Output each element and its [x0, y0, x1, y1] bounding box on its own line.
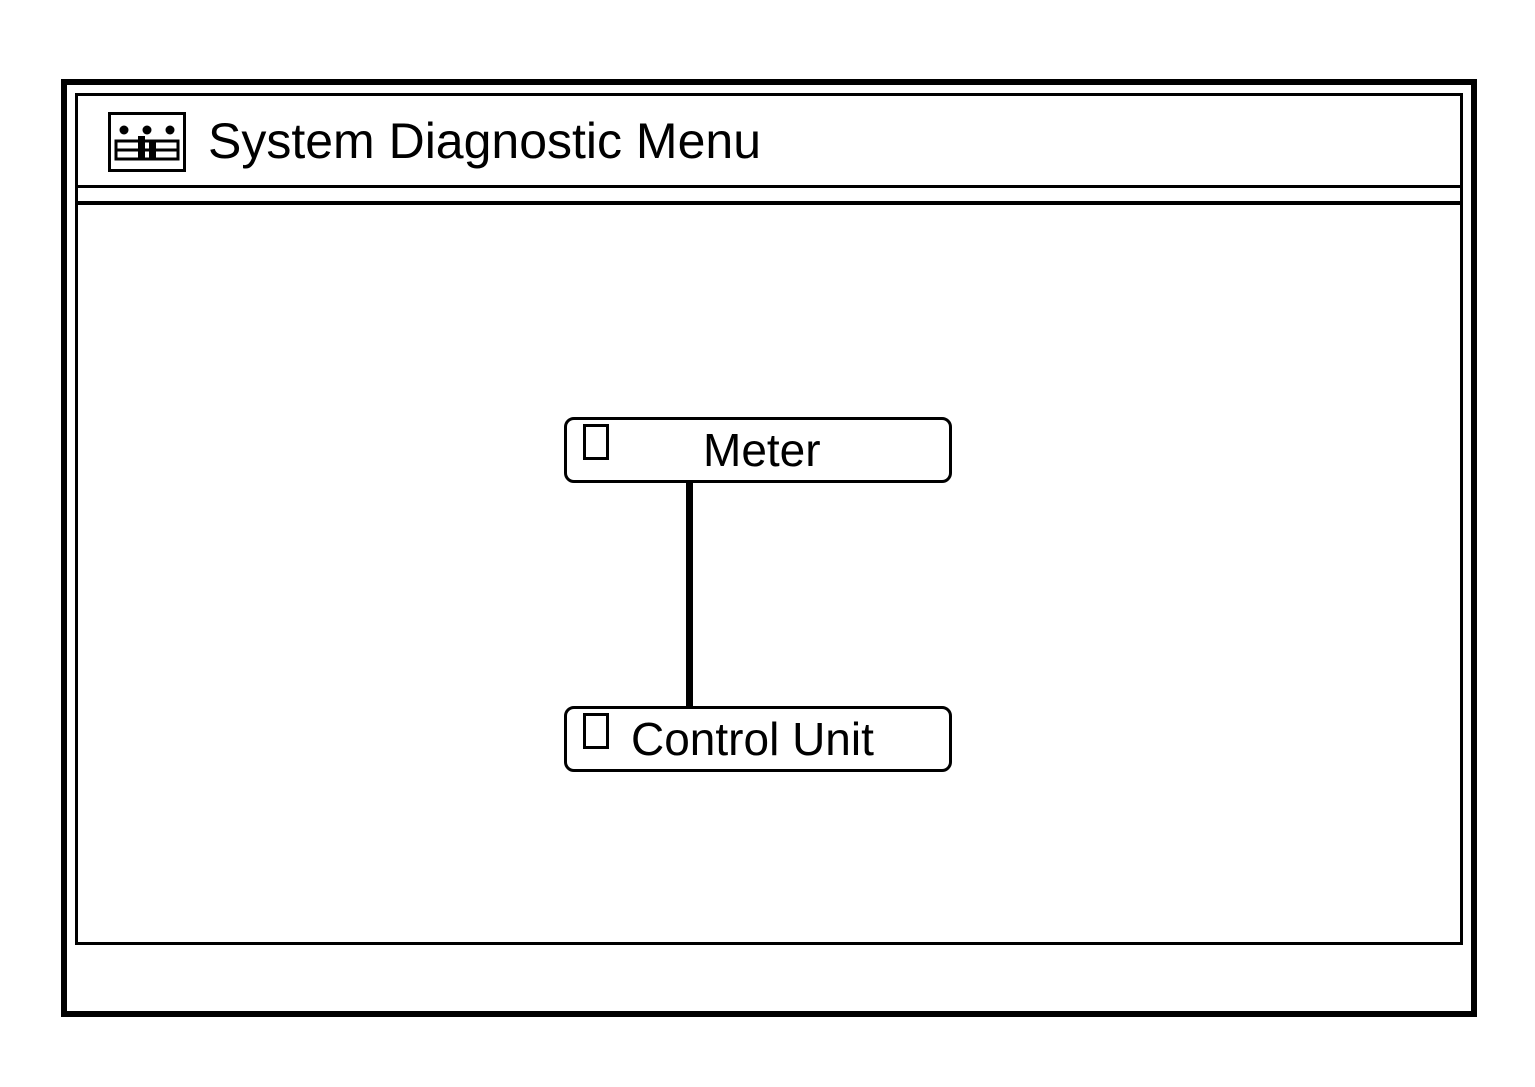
checkbox-icon[interactable] [583, 713, 609, 749]
checkbox-icon[interactable] [583, 424, 609, 460]
window-content-frame [75, 93, 1463, 945]
menu-item-control-unit[interactable]: Control Unit [564, 706, 952, 772]
menu-item-label: Meter [703, 424, 821, 476]
title-divider-double [78, 201, 1460, 205]
menu-item-meter[interactable]: Meter [564, 417, 952, 483]
window-title: System Diagnostic Menu [208, 113, 762, 169]
window-frame [61, 79, 1477, 1017]
menu-item-label: Control Unit [631, 713, 874, 765]
title-divider [78, 185, 1460, 188]
diagnostic-panel-icon [108, 112, 186, 172]
tree-connector-line [686, 480, 693, 708]
